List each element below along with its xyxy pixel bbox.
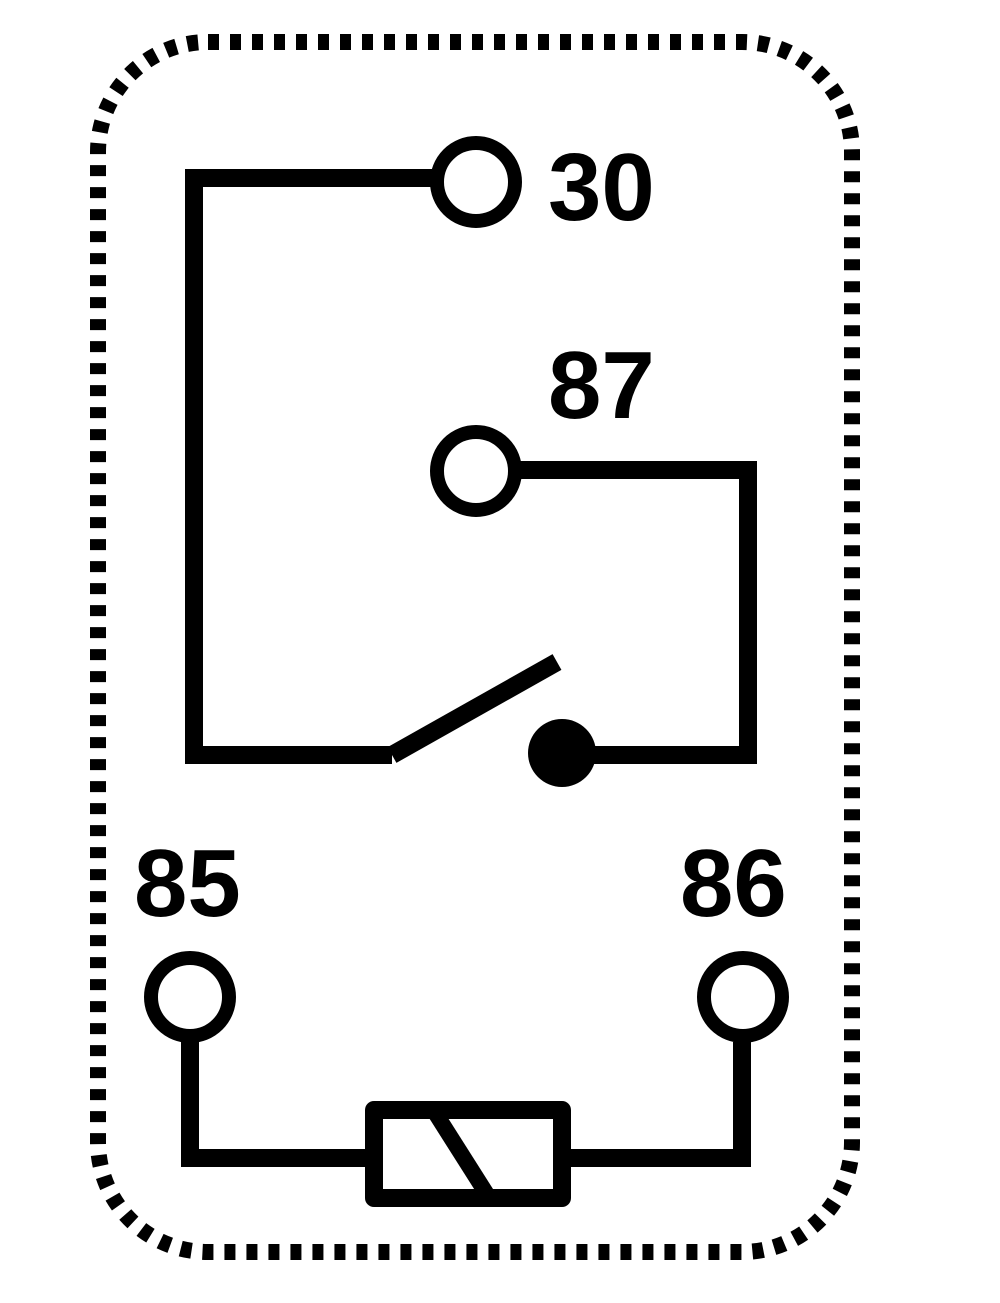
pin-label-86: 86 (680, 830, 787, 937)
terminal-30 (430, 136, 522, 228)
pin-label-30: 30 (548, 134, 655, 241)
terminal-87 (430, 425, 522, 517)
wire-coil-to-86 (562, 1042, 751, 1167)
terminal-86 (697, 951, 789, 1043)
relay-coil-diagonal (429, 1109, 495, 1201)
switch-arm (387, 654, 562, 763)
terminal-85 (144, 951, 236, 1043)
wire-85-to-coil (181, 1042, 374, 1167)
switch-contact-dot (528, 719, 596, 787)
pin-label-87: 87 (548, 332, 655, 439)
relay-enclosure-dotted-border (90, 34, 860, 1260)
wire-87-to-contact (518, 461, 757, 764)
pin-label-85: 85 (134, 830, 241, 937)
wire-30-to-switch (185, 169, 434, 764)
